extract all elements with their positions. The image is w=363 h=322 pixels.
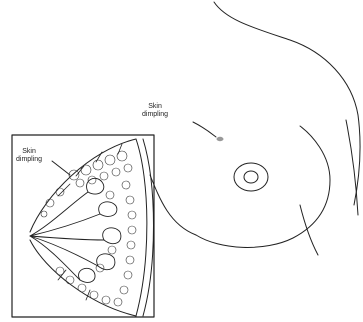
skin-dimple [217, 137, 224, 141]
areola [234, 163, 268, 191]
nipple [244, 171, 258, 183]
inset-dimple-pointer [52, 161, 70, 175]
chest-wall-inner [143, 139, 154, 316]
inset-skin-dimpling-label: Skin dimpling [16, 148, 42, 164]
arm-contour [346, 120, 358, 215]
milk-ducts [30, 192, 104, 280]
dimple-pointer [193, 122, 216, 137]
skin-dimpling-label-line2: dimpling [142, 111, 168, 119]
cross-section-skin-lower [30, 240, 136, 316]
skin-dimpling-label-line1: Skin [142, 103, 168, 111]
inset-skin-dimpling-label-line2: dimpling [16, 156, 42, 164]
skin-dimpling-label: Skin dimpling [142, 103, 168, 119]
shoulder-contour [214, 2, 360, 205]
chest-contour [150, 175, 196, 235]
torso-side-contour [300, 205, 318, 255]
inset-skin-dimpling-label-line1: Skin [16, 148, 42, 156]
chest-wall-outer [136, 139, 147, 316]
